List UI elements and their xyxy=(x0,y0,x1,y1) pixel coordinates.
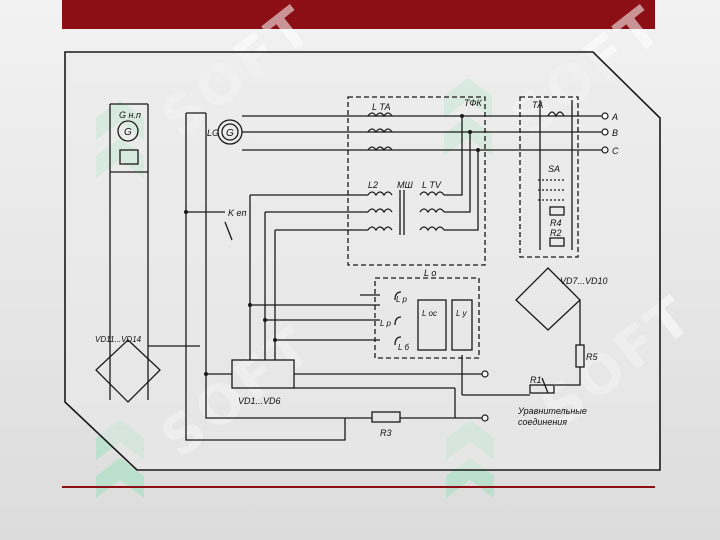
label-exciter-g: G xyxy=(124,127,132,138)
label-relay: K еп xyxy=(228,208,247,218)
label-r3: R3 xyxy=(380,428,392,438)
label-lb: L б xyxy=(398,343,410,352)
label-equalizing: Уравнительные xyxy=(517,406,587,416)
label-phase-a: A xyxy=(611,112,618,122)
label-sa: SA xyxy=(548,164,560,174)
label-lo: L о xyxy=(424,268,436,278)
label-vd1: VD1...VD6 xyxy=(238,396,281,406)
title-bar xyxy=(62,0,655,29)
label-l-tv: L ТV xyxy=(422,180,442,190)
label-lp1: L р xyxy=(396,295,408,304)
label-l-ta: L ТА xyxy=(372,102,391,112)
label-phase-b: B xyxy=(612,128,618,138)
label-phase-c: C xyxy=(612,146,619,156)
label-r5: R5 xyxy=(586,352,598,362)
label-l2: L2 xyxy=(368,180,378,190)
footer-line xyxy=(62,486,655,488)
label-lg: LG xyxy=(207,128,219,138)
label-loc: L ос xyxy=(422,309,437,318)
label-tfk: ТФК xyxy=(464,98,482,108)
label-r1: R1 xyxy=(530,375,542,385)
label-vd7: VD7...VD10 xyxy=(560,276,608,286)
label-r4: R4 xyxy=(550,218,562,228)
label-exciter: G н.п xyxy=(119,110,141,120)
label-generator-g: G xyxy=(226,128,234,139)
label-r2: R2 xyxy=(550,228,562,238)
label-ta: ТА xyxy=(532,100,543,110)
label-vd11: VD11...VD14 xyxy=(95,335,142,344)
label-msh: МШ xyxy=(397,180,413,190)
label-connections: соединения xyxy=(518,417,567,427)
label-lp2: L р xyxy=(380,319,392,328)
label-ly: L у xyxy=(456,309,468,318)
